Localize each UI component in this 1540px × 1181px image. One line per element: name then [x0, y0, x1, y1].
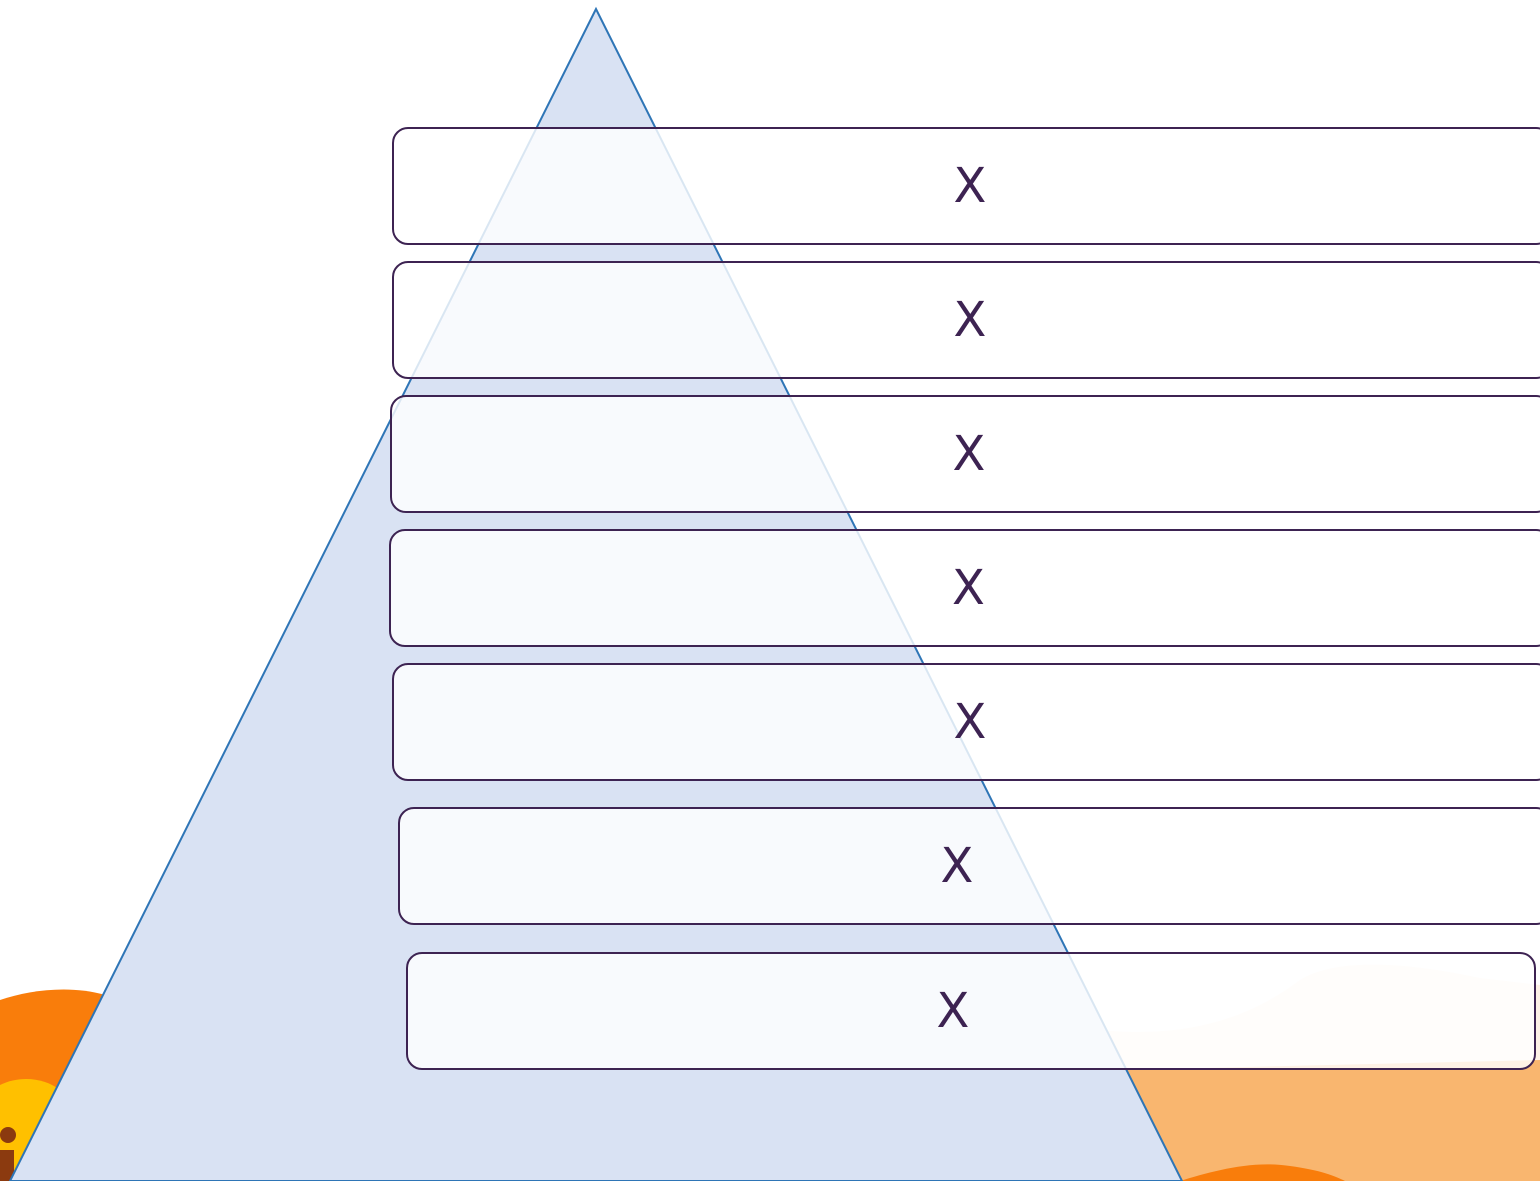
pyramid-level-5: X [392, 663, 1540, 781]
pyramid-level-6: X [398, 807, 1540, 925]
brown-dot [0, 1127, 16, 1143]
level-label: X [952, 560, 985, 616]
level-label: X [936, 983, 970, 1039]
level-label: X [953, 694, 987, 750]
pyramid-level-1: X [392, 127, 1540, 245]
level-label: X [953, 158, 987, 214]
pyramid-level-7: X [406, 952, 1536, 1070]
level-label: X [953, 292, 987, 348]
level-label: X [952, 426, 986, 482]
pyramid-level-2: X [392, 261, 1540, 379]
pyramid-level-3: X [390, 395, 1540, 513]
pyramid-level-4: X [389, 529, 1540, 647]
level-label: X [940, 838, 974, 894]
peach-blob-right [1120, 1060, 1540, 1181]
brown-bar [0, 1150, 14, 1181]
orange-wave-right [1180, 1164, 1345, 1181]
